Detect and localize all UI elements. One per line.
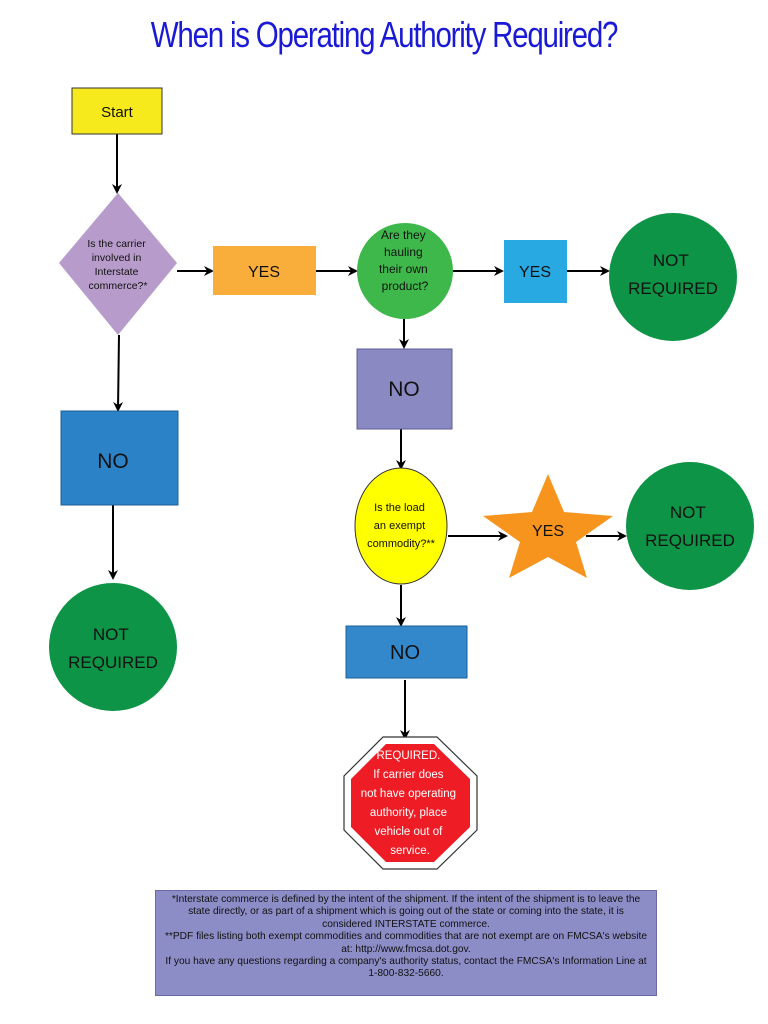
decision-exempt: Is the load an exempt commodity?** [354, 467, 448, 585]
no-interstate-label: NO [97, 450, 129, 473]
footnote-interstate-definition: *Interstate commerce is defined by the i… [171, 894, 641, 930]
no-interstate-node: NO [60, 410, 179, 506]
yes-own-product-node: YES [504, 240, 567, 303]
start-node: Start [71, 87, 163, 135]
yes-own-product-label: YES [519, 264, 551, 281]
decision-interstate-text: Is the carrier involved in Interstate co… [87, 238, 148, 292]
not-required-2-node: NOT REQUIRED [626, 462, 754, 590]
arrow-interstate-to-no [113, 334, 124, 412]
footnote-contact-info: If you have any questions regarding a co… [165, 956, 647, 980]
not-required-2-text: NOT REQUIRED [645, 503, 735, 550]
yes-exempt-label: YES [532, 523, 564, 540]
decision-exempt-text: Is the load an exempt commodity?** [367, 502, 436, 550]
no-exempt-node: NO [345, 625, 468, 679]
footnote-exempt-commodities: **PDF files listing both exempt commodit… [164, 931, 648, 955]
yes-interstate-node: YES [213, 246, 316, 295]
not-required-left-text: NOT REQUIRED [68, 625, 158, 672]
decision-own-product: Are they hauling their own product? [357, 223, 453, 319]
no-own-product-node: NO [356, 348, 453, 430]
required-text: REQUIRED. If carrier does not have opera… [361, 750, 459, 857]
page-title: When is Operating Authority Required? [150, 14, 619, 55]
not-required-1-node: NOT REQUIRED [609, 213, 737, 341]
no-own-product-label: NO [388, 378, 420, 401]
footnote-box: *Interstate commerce is defined by the i… [155, 890, 657, 996]
decision-own-product-text: Are they hauling their own product? [379, 228, 431, 293]
yes-exempt-node: YES [483, 474, 613, 578]
connectors [108, 134, 627, 740]
decision-interstate: Is the carrier involved in Interstate co… [59, 193, 177, 335]
yes-interstate-label: YES [248, 264, 280, 281]
required-stop-sign: REQUIRED. If carrier does not have opera… [343, 736, 478, 870]
not-required-left-node: NOT REQUIRED [49, 583, 177, 711]
not-required-1-text: NOT REQUIRED [628, 251, 718, 298]
start-label: Start [101, 104, 134, 121]
no-exempt-label: NO [390, 642, 420, 664]
